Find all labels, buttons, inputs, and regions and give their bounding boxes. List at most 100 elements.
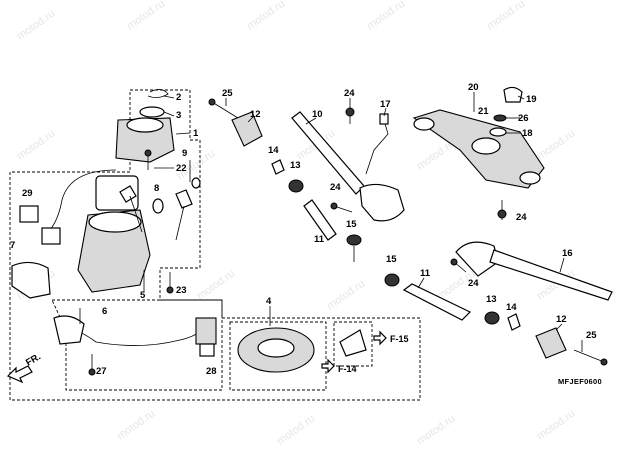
- seat-lock-cylinder: [339, 329, 367, 357]
- leader-1: [175, 132, 191, 135]
- callout-13a: 13: [290, 160, 301, 171]
- watermark-text: motod.ru: [125, 0, 167, 32]
- right-handlebar: [489, 249, 613, 301]
- snap-ring: [147, 89, 169, 98]
- watermark-text: motod.ru: [535, 128, 577, 163]
- callout-17: 17: [380, 99, 391, 110]
- callout-11a: 11: [314, 234, 325, 245]
- ref-f15: F-15: [390, 334, 409, 344]
- guide-pipe-upper: [303, 199, 337, 241]
- leader-12a: [247, 115, 255, 123]
- watermark-text: motod.ru: [325, 278, 367, 313]
- fuel-cap-lock: [257, 338, 295, 358]
- callout-14b: 14: [506, 302, 517, 313]
- callout-1: 1: [193, 128, 199, 139]
- screw-23-head: [166, 286, 174, 294]
- fr-arrow-icon: [6, 365, 33, 384]
- harness-clip: [199, 343, 215, 357]
- stem-nut: [489, 127, 507, 137]
- callout-3: 3: [176, 110, 181, 121]
- callout-13b: 13: [486, 294, 497, 305]
- callout-12b: 12: [556, 314, 567, 325]
- ignition-switch-body: [77, 209, 151, 293]
- watermark-text: motod.ru: [365, 0, 407, 32]
- bar-end-weight-upper: [231, 111, 263, 147]
- bolt-24-left-head: [330, 202, 338, 210]
- ref-arrow-f15: [373, 330, 387, 346]
- washer-15-upper: [346, 234, 362, 246]
- leader-10: [305, 117, 317, 125]
- bolt-24-right-head: [450, 258, 458, 266]
- callout-27: 27: [96, 366, 107, 377]
- stem-washer: [493, 114, 507, 122]
- cover-seal: [139, 106, 165, 118]
- bolt-25-lower-head: [600, 358, 608, 366]
- ignition-switch-group: [9, 89, 421, 401]
- callout-14a: 14: [268, 145, 279, 156]
- leader-3: [163, 111, 175, 117]
- clip-14-upper: [271, 159, 285, 175]
- leader-11b: [417, 277, 425, 289]
- callout-19: 19: [526, 94, 537, 105]
- key-ring: [152, 198, 164, 214]
- front-direction-arrow: FR.: [6, 351, 43, 384]
- leader-19: [517, 95, 525, 100]
- leader-17: [383, 107, 387, 117]
- callout-24d: 24: [468, 278, 479, 289]
- callout-28: 28: [206, 366, 217, 377]
- watermark-text: motod.ru: [485, 0, 527, 32]
- collar-13-lower: [484, 311, 500, 325]
- callout-22: 22: [176, 163, 187, 174]
- ignition-key: [119, 185, 137, 203]
- spare-key: [175, 189, 193, 209]
- steering-group: [208, 86, 613, 366]
- callout-29: 29: [22, 188, 33, 199]
- watermark-text: motod.ru: [15, 8, 57, 43]
- callout-26: 26: [518, 113, 529, 124]
- diagram-code: MFJEF0600: [558, 377, 602, 386]
- watermark-text: motod.ru: [15, 128, 57, 163]
- connector-bracket: [11, 261, 51, 299]
- leader-16: [559, 257, 565, 273]
- callout-labels: 1 2 3 4 5 6 7 8 9 10 11 11 12 12 13 13 1…: [10, 82, 597, 377]
- callout-12a: 12: [250, 109, 261, 120]
- callout-23: 23: [176, 285, 187, 296]
- wire-guide-17: [365, 119, 389, 175]
- callout-11b: 11: [420, 268, 431, 279]
- watermark-text: motod.ru: [195, 268, 237, 303]
- callout-4: 4: [266, 296, 272, 307]
- key-washer: [191, 177, 201, 189]
- callout-24b: 24: [330, 182, 341, 193]
- top-bridge-right-hole: [519, 171, 541, 185]
- clip-14-lower: [507, 313, 521, 331]
- watermark-text: motod.ru: [535, 408, 577, 443]
- callout-25b: 25: [586, 330, 597, 341]
- ignition-key-blade: [129, 195, 143, 233]
- bar-end-weight-lower: [535, 327, 567, 359]
- wire-guide-clip: [379, 113, 389, 125]
- callout-7: 7: [10, 240, 15, 251]
- bolt-27-head: [88, 368, 96, 376]
- bolt-25-lower: [573, 349, 605, 363]
- watermark-text: motod.ru: [275, 413, 317, 448]
- callout-2: 2: [176, 92, 181, 103]
- leader-12b: [555, 323, 563, 331]
- leader-lines: [79, 92, 583, 352]
- switch-cover-top: [126, 117, 164, 133]
- connector-29b: [41, 227, 61, 245]
- callout-25a: 25: [222, 88, 233, 99]
- harness-sensor: [53, 315, 85, 345]
- stem-cap: [503, 86, 523, 103]
- bolt-22-head: [144, 149, 152, 157]
- lock-cylinder-outline: [333, 321, 373, 367]
- ignition-switch-top: [88, 211, 142, 233]
- callout-8: 8: [154, 183, 159, 194]
- bolt-24-top-head: [345, 107, 355, 117]
- guide-pipe-lower: [402, 283, 472, 321]
- leader-2: [163, 95, 175, 99]
- bolt-25-upper: [211, 101, 239, 119]
- callout-5: 5: [140, 290, 146, 301]
- callout-24c: 24: [516, 212, 527, 223]
- harness-connector: [195, 317, 217, 345]
